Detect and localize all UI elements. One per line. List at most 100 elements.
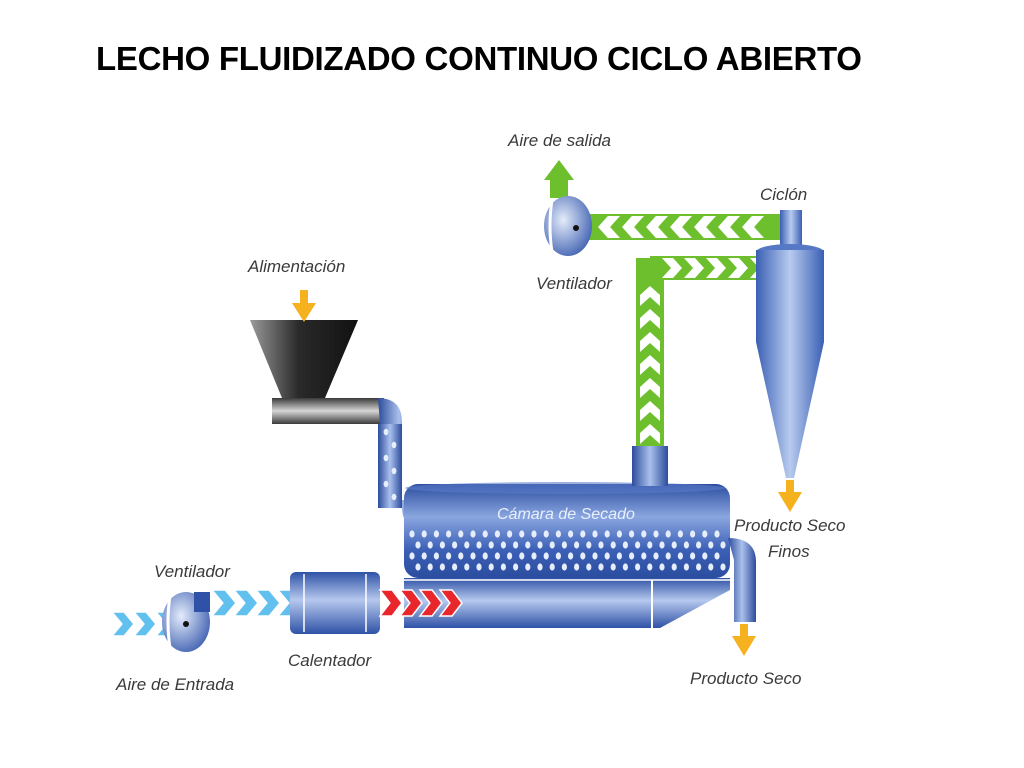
feed-hopper (250, 320, 358, 398)
green-chevron (640, 286, 660, 306)
fluidized-particles (383, 428, 751, 610)
particle (561, 541, 568, 549)
green-chevron (640, 332, 660, 352)
particle (439, 541, 445, 549)
particle (470, 552, 476, 560)
particle (543, 530, 549, 538)
particle (653, 552, 659, 560)
particle (604, 530, 610, 538)
hot-air-chevron (398, 589, 423, 617)
particle (635, 563, 641, 571)
particle (452, 563, 458, 571)
green-chevron (598, 216, 620, 238)
particle (439, 563, 445, 571)
particle (598, 541, 604, 549)
particle (665, 530, 671, 538)
particle (409, 530, 415, 538)
particle (690, 530, 696, 538)
label-aire-salida: Aire de salida (507, 131, 611, 150)
particle (574, 563, 580, 571)
particle (696, 541, 702, 549)
particle (519, 552, 525, 560)
label-finos: Finos (768, 542, 810, 561)
particle (592, 552, 598, 560)
particle (537, 563, 543, 571)
particle (446, 530, 452, 538)
particle (677, 530, 684, 538)
particle (531, 552, 537, 560)
inlet-air-chevron (132, 611, 157, 637)
particle (537, 541, 543, 549)
particle (549, 563, 555, 571)
particle (696, 563, 702, 571)
air-chevron (210, 589, 237, 617)
label-producto-finos: Producto Seco (734, 516, 846, 535)
feed-arrow (292, 290, 316, 322)
particle (415, 541, 421, 549)
particle (549, 541, 555, 549)
particle (653, 530, 659, 538)
chamber-outlet-stack (632, 446, 668, 486)
particle (720, 541, 726, 549)
green-chevron (640, 309, 660, 329)
particle (433, 530, 439, 538)
particle (586, 563, 592, 571)
particle (507, 552, 513, 560)
label-producto-seco: Producto Seco (690, 669, 802, 688)
particle (690, 552, 696, 560)
particle (433, 552, 439, 560)
particle (714, 552, 720, 560)
green-chevron (646, 216, 668, 238)
particle (391, 467, 397, 475)
particle (383, 428, 389, 436)
particle (452, 541, 458, 549)
particle (421, 530, 427, 538)
green-chevron (718, 216, 740, 238)
particle (647, 563, 653, 571)
particle (604, 552, 610, 560)
particle (610, 563, 616, 571)
product-seco-arrow (732, 624, 756, 656)
green-chevron (670, 216, 692, 238)
particle (641, 530, 647, 538)
particle (568, 552, 574, 560)
particle (500, 541, 506, 549)
label-aire-entrada: Aire de Entrada (115, 675, 234, 694)
particle (720, 563, 726, 571)
green-chevron (622, 216, 644, 238)
particle (391, 441, 397, 449)
particle (580, 530, 586, 538)
label-ventilador-bottom: Ventilador (154, 562, 231, 581)
particle (671, 563, 677, 571)
particle (519, 530, 525, 538)
label-camara: Cámara de Secado (497, 506, 635, 523)
particle (531, 530, 537, 538)
particle (421, 552, 427, 560)
particle (659, 563, 665, 571)
particle (476, 563, 482, 571)
exhaust-stack-green (544, 160, 574, 198)
particle (598, 563, 604, 571)
particle (622, 563, 629, 571)
particle (525, 541, 531, 549)
particle (464, 541, 470, 549)
particle (714, 530, 720, 538)
green-chevron (662, 258, 682, 278)
particle (659, 541, 665, 549)
particle (482, 530, 488, 538)
particle (525, 563, 531, 571)
particle (635, 541, 641, 549)
particle (610, 541, 616, 549)
particle (708, 563, 714, 571)
particle (500, 563, 506, 571)
label-calentador: Calentador (288, 651, 373, 670)
particle (494, 530, 500, 538)
green-chevron (640, 401, 660, 421)
inlet-air-chevron (110, 611, 135, 637)
particle (622, 541, 629, 549)
particle (513, 563, 519, 571)
particle (708, 541, 714, 549)
green-chevron (742, 216, 764, 238)
particle (458, 552, 464, 560)
particle (383, 454, 389, 462)
